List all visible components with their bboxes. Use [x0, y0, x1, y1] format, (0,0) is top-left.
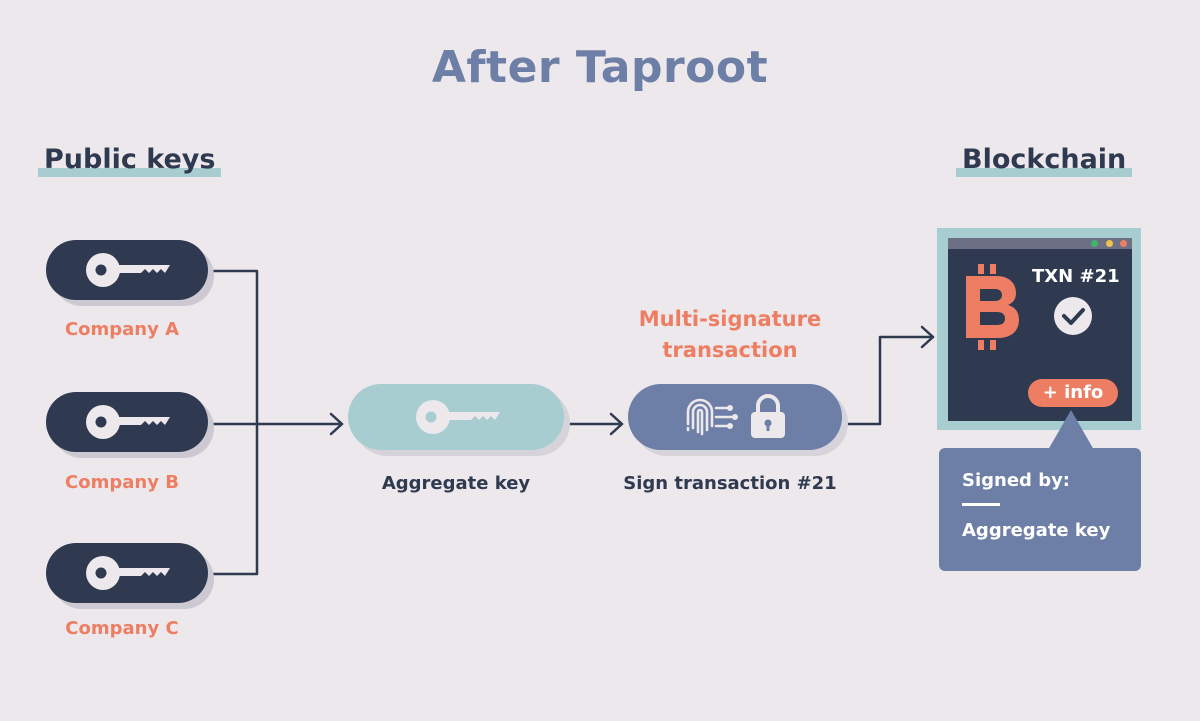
signed-by-tooltip: [939, 448, 1141, 571]
key-icon: [86, 405, 170, 439]
company-b-label: Company B: [65, 472, 179, 493]
blockchain-heading: Blockchain: [956, 144, 1133, 177]
bitcoin-icon: [966, 264, 1019, 350]
lock-icon: [751, 394, 785, 438]
key-icon: [86, 556, 170, 590]
multisig-label-line2: transaction: [662, 338, 798, 362]
window-dot: [1120, 240, 1127, 247]
company-a-label: Company A: [64, 319, 180, 340]
diagram-title: After Taproot: [431, 42, 769, 93]
info-button[interactable]: + info: [1028, 379, 1118, 407]
sign-transaction-pill: [628, 384, 842, 450]
connector-sign-blockchain: [840, 335, 935, 426]
window-dot: [1091, 240, 1098, 247]
public-keys-heading: Public keys: [38, 144, 222, 177]
window-dot: [1106, 240, 1113, 247]
arrow-head-aggregate: [329, 412, 344, 436]
key-icon: [416, 400, 500, 434]
company-c-label: Company C: [65, 618, 179, 639]
key-icon: [86, 253, 170, 287]
multisig-label: Multi-signature transaction: [620, 304, 840, 366]
tooltip-signed-by: Signed by:: [962, 470, 1071, 491]
arrow-head-sign: [609, 412, 624, 436]
aggregate-key-label: Aggregate key: [381, 473, 531, 494]
company-a-key: [46, 240, 208, 300]
sign-transaction-label: Sign transaction #21: [623, 473, 837, 494]
company-b-key: [46, 392, 208, 452]
tooltip-pointer: [1048, 410, 1094, 450]
tooltip-divider: [962, 503, 1000, 506]
transaction-id: TXN #21: [1032, 266, 1120, 287]
window-titlebar: [948, 238, 1132, 249]
multisig-label-line1: Multi-signature: [638, 307, 822, 331]
connector-company-a: [208, 269, 259, 576]
aggregate-key-pill: [348, 384, 564, 450]
fingerprint-icon: [686, 398, 738, 436]
arrow-head-blockchain: [920, 325, 935, 349]
check-icon: [1054, 297, 1092, 335]
company-c-key: [46, 543, 208, 603]
tooltip-signer: Aggregate key: [962, 520, 1111, 541]
